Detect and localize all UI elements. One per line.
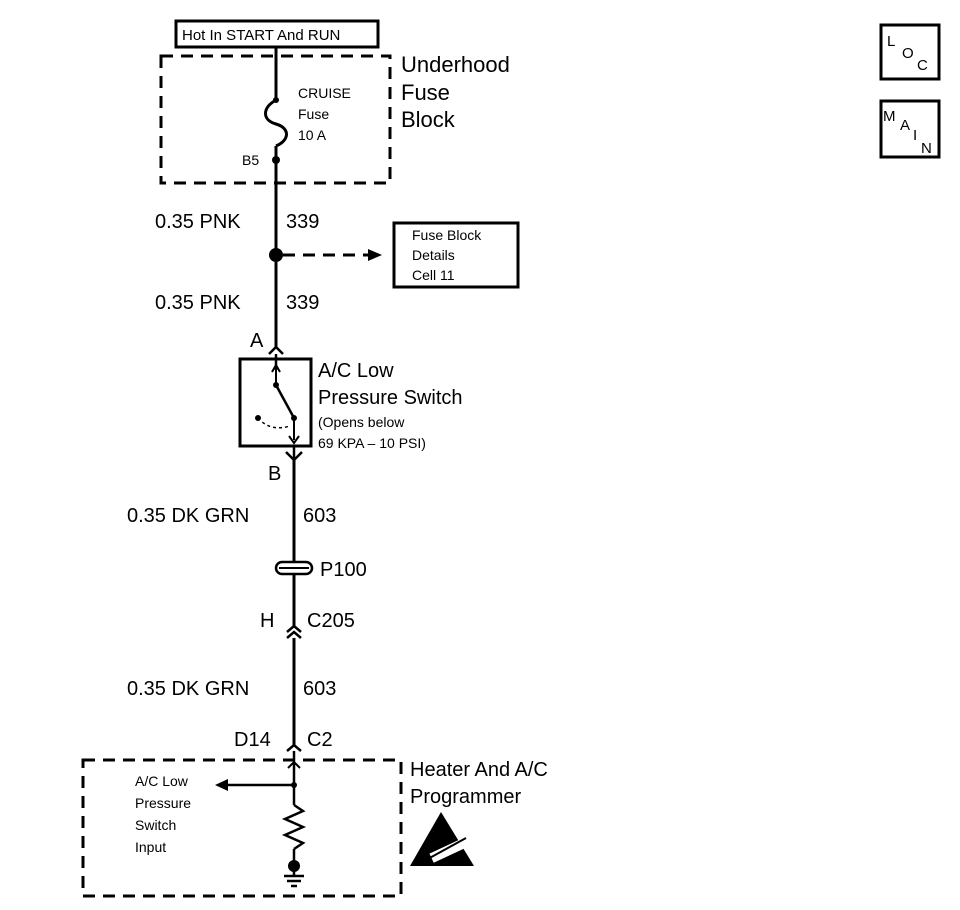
wire-bottom-size: 0.35 DK GRN: [127, 678, 249, 700]
wire-top-2-circuit: 339: [286, 292, 319, 314]
main-letter-4: N: [921, 140, 932, 157]
programmer-title-1: Heater And A/C: [410, 759, 548, 781]
power-source-label: Hot In START And RUN: [174, 19, 380, 49]
loc-letter-1: L: [887, 33, 895, 50]
splice-label: P100: [320, 559, 367, 581]
switch-note-2: 69 KPA – 10 PSI): [318, 435, 426, 451]
fuse-terminal: B5: [242, 152, 259, 168]
programmer-connector: C2: [307, 729, 333, 751]
main-letter-1: M: [883, 108, 896, 125]
programmer-pin: D14: [234, 729, 271, 751]
wire-mid-circuit: 603: [303, 505, 336, 527]
wire-top-1-size: 0.35 PNK: [155, 211, 241, 233]
location-view-button[interactable]: L O C: [879, 23, 941, 81]
switch-terminal-b: B: [268, 463, 281, 485]
esd-sensitive-icon: [410, 812, 474, 866]
switch-terminal-a: A: [250, 330, 264, 352]
main-view-button[interactable]: M A I N: [879, 99, 941, 159]
input-label-2: Pressure: [135, 795, 191, 811]
wire-top-2-size: 0.35 PNK: [155, 292, 241, 314]
fuse-details-line2: Details: [412, 247, 455, 263]
loc-letter-3: C: [917, 57, 928, 74]
programmer-title-2: Programmer: [410, 786, 521, 808]
connector-name: C205: [307, 610, 355, 632]
loc-letter-2: O: [902, 45, 914, 62]
connector-pin: H: [260, 610, 274, 632]
switch-name-2: Pressure Switch: [318, 387, 463, 409]
input-label-3: Switch: [135, 817, 176, 833]
wire-bottom-circuit: 603: [303, 678, 336, 700]
fuse-block-title-3: Block: [401, 107, 456, 132]
connector-c205-icon: [286, 624, 302, 633]
main-letter-2: A: [900, 117, 910, 134]
connector-a-icon: [268, 345, 284, 355]
input-arrow-icon: [215, 779, 228, 791]
connector-c2-icon: [286, 743, 302, 752]
wire-top-1-circuit: 339: [286, 211, 319, 233]
resistor-icon: [281, 803, 307, 851]
programmer-outline: [81, 758, 403, 898]
switch-note-1: (Opens below: [318, 414, 405, 430]
fuse-block-title-1: Underhood: [401, 52, 510, 77]
fuse-block-title-2: Fuse: [401, 80, 450, 105]
input-label-4: Input: [135, 839, 166, 855]
fuse-name: CRUISE: [298, 85, 351, 101]
input-label-1: A/C Low: [135, 773, 189, 789]
power-source-text: Hot In START And RUN: [182, 27, 340, 44]
fuse-rating: 10 A: [298, 127, 327, 143]
main-letter-3: I: [913, 127, 917, 144]
reference-arrow-head: [368, 249, 382, 261]
fuse-icon: [264, 98, 288, 148]
wire-mid-size: 0.35 DK GRN: [127, 505, 249, 527]
ground-icon: [284, 866, 304, 888]
fuse-type: Fuse: [298, 106, 329, 122]
fuse-details-line3: Cell 11: [412, 267, 455, 283]
fuse-block-details-box: Fuse Block Details Cell 11: [392, 221, 520, 289]
fuse-details-line1: Fuse Block: [412, 227, 482, 243]
switch-name-1: A/C Low: [318, 360, 394, 382]
splice-dot: [269, 248, 283, 262]
switch-blade-icon: [274, 384, 296, 419]
